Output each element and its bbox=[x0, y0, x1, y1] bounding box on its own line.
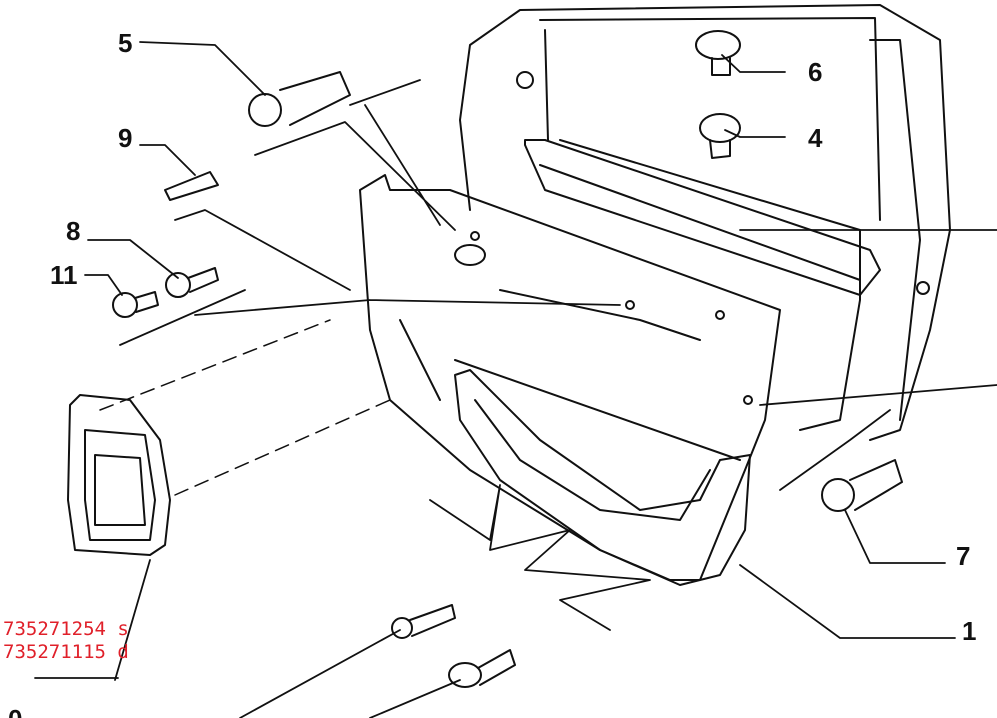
clip-6 bbox=[695, 30, 741, 76]
callout-6: 6 bbox=[808, 57, 823, 87]
callout-9: 9 bbox=[118, 123, 133, 153]
screw-11 bbox=[112, 291, 159, 318]
callout-11: 11 bbox=[50, 260, 78, 290]
trim-panel bbox=[359, 174, 781, 581]
callout-5: 5 bbox=[118, 28, 133, 58]
clip-4 bbox=[699, 113, 741, 159]
callout-partial: 0 bbox=[8, 706, 22, 718]
door-frame bbox=[459, 4, 951, 441]
window-channel bbox=[524, 139, 881, 296]
screw-bottom bbox=[391, 604, 456, 639]
part-code-left: 735271254 s bbox=[3, 618, 129, 640]
clip-bottom bbox=[448, 649, 516, 688]
callout-8: 8 bbox=[66, 216, 81, 246]
screw-8 bbox=[165, 267, 219, 298]
clip-7 bbox=[821, 459, 903, 512]
screw-9 bbox=[164, 171, 219, 201]
callout-1: 1 bbox=[962, 616, 977, 646]
callout-7: 7 bbox=[956, 541, 971, 571]
armrest bbox=[454, 369, 751, 586]
speaker-grille bbox=[67, 394, 171, 556]
part-code-right: 735271115 d bbox=[3, 641, 129, 663]
callout-4: 4 bbox=[808, 123, 823, 153]
clip-5 bbox=[248, 71, 351, 127]
